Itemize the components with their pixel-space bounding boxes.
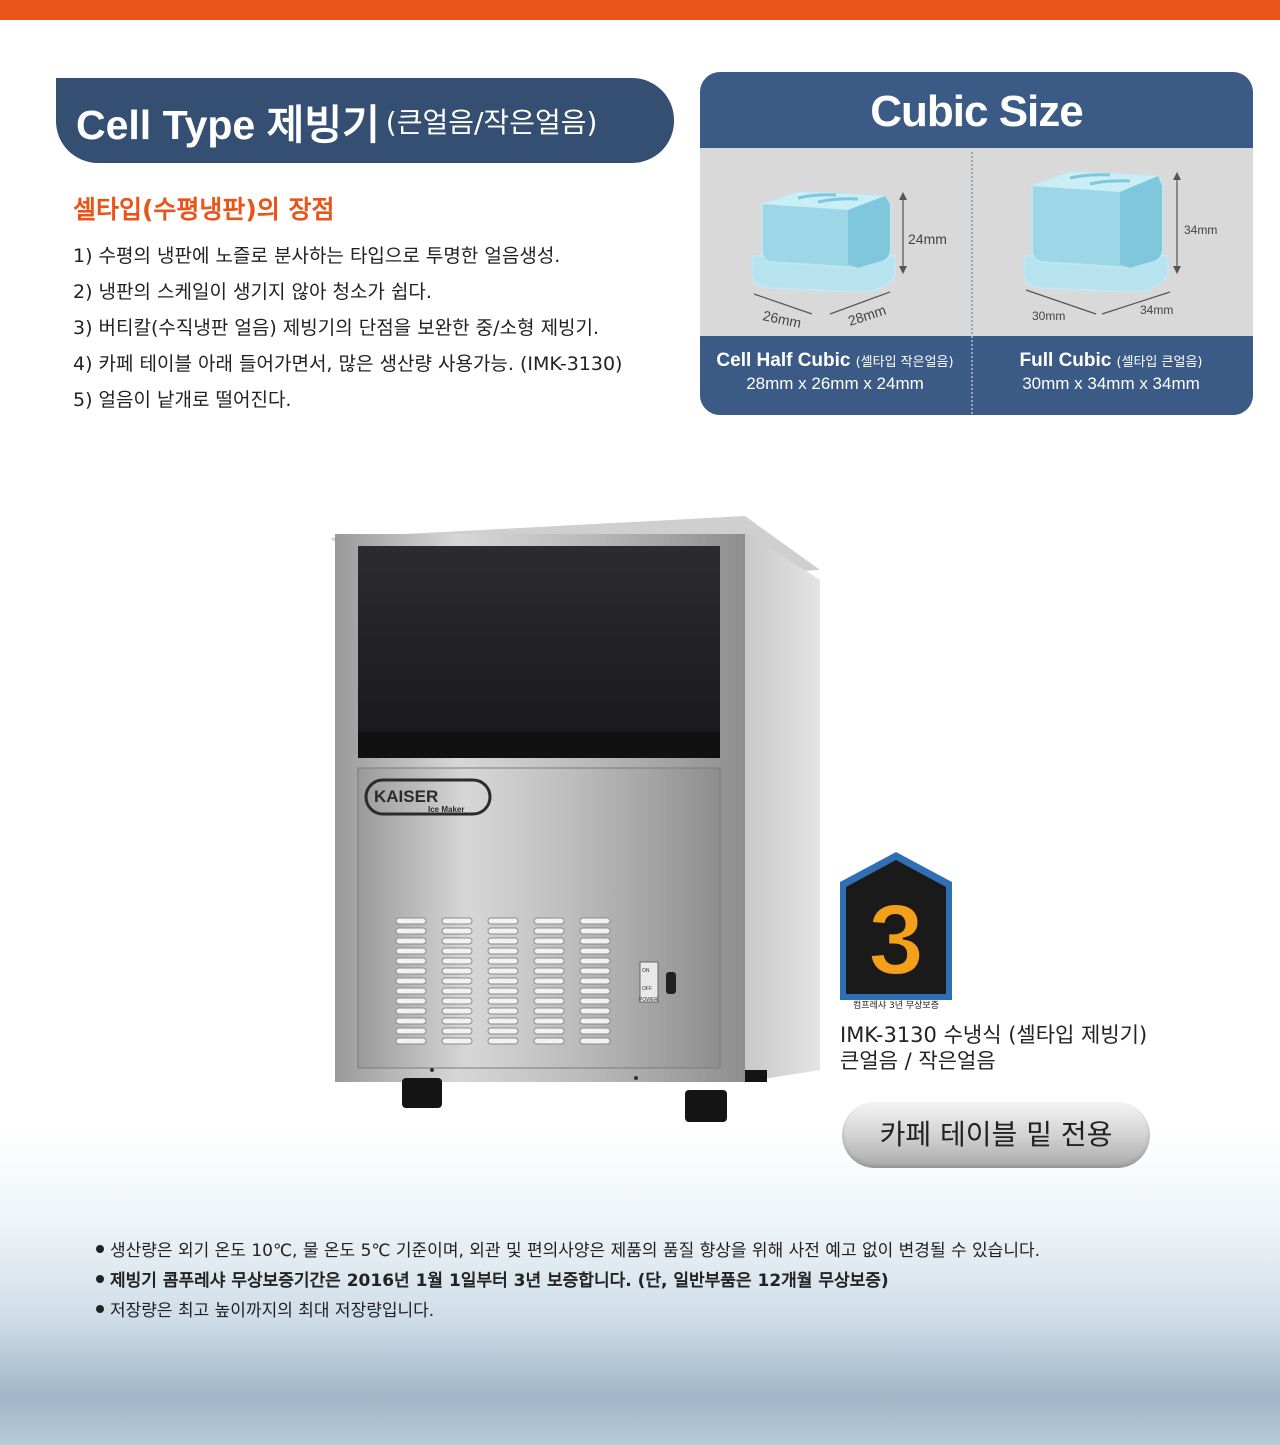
ice-maker-product-image: KAISER Ice Maker ON OFF POWER <box>330 516 820 1122</box>
footnote-text: 생산량은 외기 온도 10℃, 물 온도 5℃ 기준이며, 외관 및 편의사양은… <box>110 1241 1040 1261</box>
half-cube-icon <box>751 190 907 315</box>
page-title: Cell Type 제빙기 (큰얼음/작은얼음) <box>56 78 674 163</box>
footnote-item: 저장량은 최고 높이까지의 최대 저장량입니다. <box>96 1296 1040 1326</box>
warranty-caption: 컴프레샤 3년 무상보증 <box>853 999 939 1011</box>
advantages-heading: 셀타입(수평냉판)의 장점 <box>73 195 335 224</box>
advantage-item: 1) 수평의 냉판에 노즐로 분사하는 타입으로 투명한 얼음생성. <box>73 245 561 267</box>
half-cubic-sub: (셀타입 작은얼음) <box>855 355 954 370</box>
kaiser-logo: KAISER Ice Maker <box>364 778 492 816</box>
half-cubic-name: Cell Half Cubic <box>716 350 851 371</box>
warranty-years: 3 <box>868 884 924 996</box>
machine-foot <box>685 1090 727 1122</box>
model-line-1: IMK-3130 수냉식 (셀타입 제빙기) <box>840 1023 1148 1047</box>
bullet-icon <box>96 1245 104 1253</box>
machine-foot <box>402 1078 442 1108</box>
footnotes: 생산량은 외기 온도 10℃, 물 온도 5℃ 기준이며, 외관 및 편의사양은… <box>96 1236 1040 1326</box>
full-cubic-dims: 30mm x 34mm x 34mm <box>1022 374 1200 393</box>
switch-off-label: OFF <box>642 986 652 992</box>
advantage-item: 2) 냉판의 스케일이 생기지 않아 청소가 쉽다. <box>73 281 432 303</box>
half-left-label: 26mm <box>761 307 802 331</box>
full-cube-icon <box>1023 170 1181 315</box>
brand-sub: Ice Maker <box>428 805 464 814</box>
full-cubic-name: Full Cubic <box>1019 350 1112 371</box>
advantage-item: 3) 버티칼(수직냉판 얼음) 제빙기의 단점을 보완한 중/소형 제빙기. <box>73 317 600 339</box>
half-cubic-dims: 28mm x 26mm x 24mm <box>746 374 924 393</box>
full-cube-illustration: 34mm 30mm 34mm <box>1023 170 1217 323</box>
top-accent-bar <box>0 0 1280 20</box>
model-line-2: 큰얼음 / 작은얼음 <box>840 1049 996 1073</box>
vent-grille <box>395 917 611 1045</box>
half-height-label: 24mm <box>908 231 947 247</box>
cubic-size-title: Cubic Size <box>870 87 1084 136</box>
half-cubic-caption: Cell Half Cubic (셀타입 작은얼음) 28mm x 26mm x… <box>700 350 970 394</box>
title-sub: (큰얼음/작은얼음) <box>385 105 598 139</box>
title-main: Cell Type 제빙기 <box>76 101 380 148</box>
footnote-text: 제빙기 콤푸레샤 무상보증기간은 2016년 1월 1일부터 3년 보증합니다.… <box>110 1271 889 1291</box>
bullet-icon <box>96 1275 104 1283</box>
brand-name: KAISER <box>374 787 438 806</box>
cubic-caption-area <box>700 336 1253 415</box>
power-switch: ON OFF POWER <box>639 961 676 1003</box>
cubic-divider <box>971 152 973 414</box>
ice-background <box>0 1130 1280 1445</box>
advantages-list: 1) 수평의 냉판에 노즐로 분사하는 타입으로 투명한 얼음생성. 2) 냉판… <box>73 238 622 418</box>
full-cubic-sub: (셀타입 큰얼음) <box>1116 355 1203 370</box>
footnote-text: 저장량은 최고 높이까지의 최대 저장량입니다. <box>110 1301 435 1321</box>
full-cubic-caption: Full Cubic (셀타입 큰얼음) 30mm x 34mm x 34mm <box>976 350 1246 394</box>
advantage-item: 5) 얼음이 낱개로 떨어진다. <box>73 389 292 411</box>
advantage-item: 4) 카페 테이블 아래 들어가면서, 많은 생산량 사용가능. (IMK-31… <box>73 353 623 375</box>
full-right-label: 34mm <box>1140 303 1173 317</box>
model-description: IMK-3130 수냉식 (셀타입 제빙기) 큰얼음 / 작은얼음 <box>840 1022 1147 1074</box>
full-left-label: 30mm <box>1032 309 1065 323</box>
full-height-label: 34mm <box>1184 223 1217 237</box>
cubic-size-panel: Cubic Size 24mm 26mm 28mm <box>700 72 1253 415</box>
footnote-item: 생산량은 외기 온도 10℃, 물 온도 5℃ 기준이며, 외관 및 편의사양은… <box>96 1236 1040 1266</box>
bullet-icon <box>96 1305 104 1313</box>
cafe-table-label: 카페 테이블 밑 전용 <box>842 1102 1150 1168</box>
switch-power-label: POWER <box>639 997 658 1003</box>
switch-on-label: ON <box>642 968 650 974</box>
warranty-badge: 3 컴프레샤 3년 무상보증 <box>840 852 952 1011</box>
footnote-item: 제빙기 콤푸레샤 무상보증기간은 2016년 1월 1일부터 3년 보증합니다.… <box>96 1266 1040 1296</box>
half-cube-illustration: 24mm 26mm 28mm <box>751 190 947 331</box>
